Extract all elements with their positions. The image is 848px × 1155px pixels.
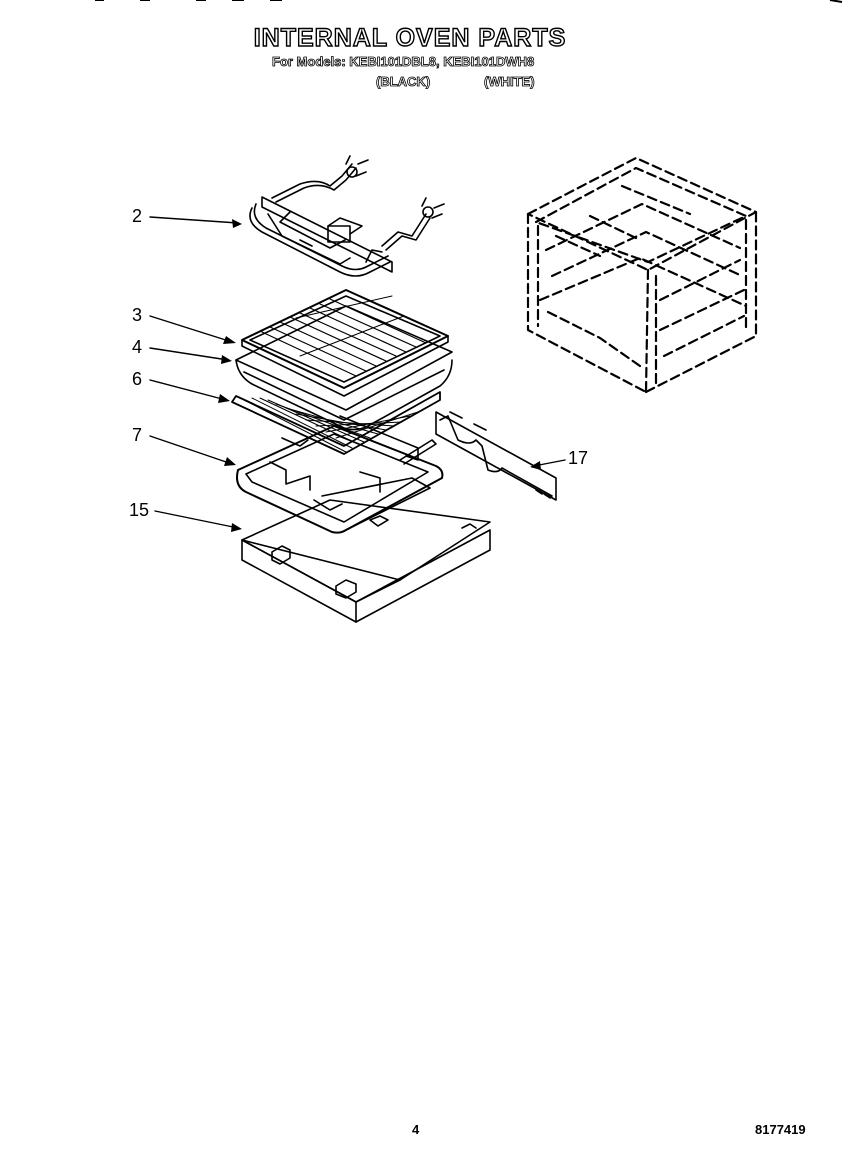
scan-edge-marks bbox=[95, 0, 843, 3]
callout-4: 4 bbox=[132, 337, 143, 357]
leader-15 bbox=[154, 510, 239, 529]
document-number: 8177419 bbox=[755, 1122, 806, 1137]
callout-17: 17 bbox=[568, 448, 589, 468]
callout-6: 6 bbox=[132, 369, 143, 389]
white-model-label: (WHITE) bbox=[484, 74, 535, 90]
callout-2: 2 bbox=[132, 206, 143, 226]
callout-leaders bbox=[149, 216, 566, 532]
broil-element-part-2 bbox=[249, 155, 445, 277]
broil-pan-part-4 bbox=[235, 305, 453, 431]
leader-2 bbox=[149, 216, 239, 224]
bottom-cover-part-15 bbox=[241, 499, 491, 623]
models-line: For Models: KEBI101DBL8, KEBI101DWH8 bbox=[272, 54, 535, 70]
page-title: INTERNAL OVEN PARTS bbox=[253, 23, 567, 52]
rack-support-part-17 bbox=[435, 411, 557, 501]
bake-element-part-7 bbox=[236, 425, 444, 534]
leader-6 bbox=[149, 379, 227, 401]
callout-15: 15 bbox=[129, 500, 150, 520]
leader-4 bbox=[149, 347, 229, 361]
oven-cavity-outline bbox=[526, 156, 758, 394]
black-model-label: (BLACK) bbox=[376, 74, 431, 90]
page-number: 4 bbox=[412, 1122, 420, 1137]
leader-7 bbox=[149, 435, 233, 465]
leader-3 bbox=[149, 315, 233, 343]
callout-3: 3 bbox=[132, 305, 143, 325]
callout-7: 7 bbox=[132, 425, 143, 445]
